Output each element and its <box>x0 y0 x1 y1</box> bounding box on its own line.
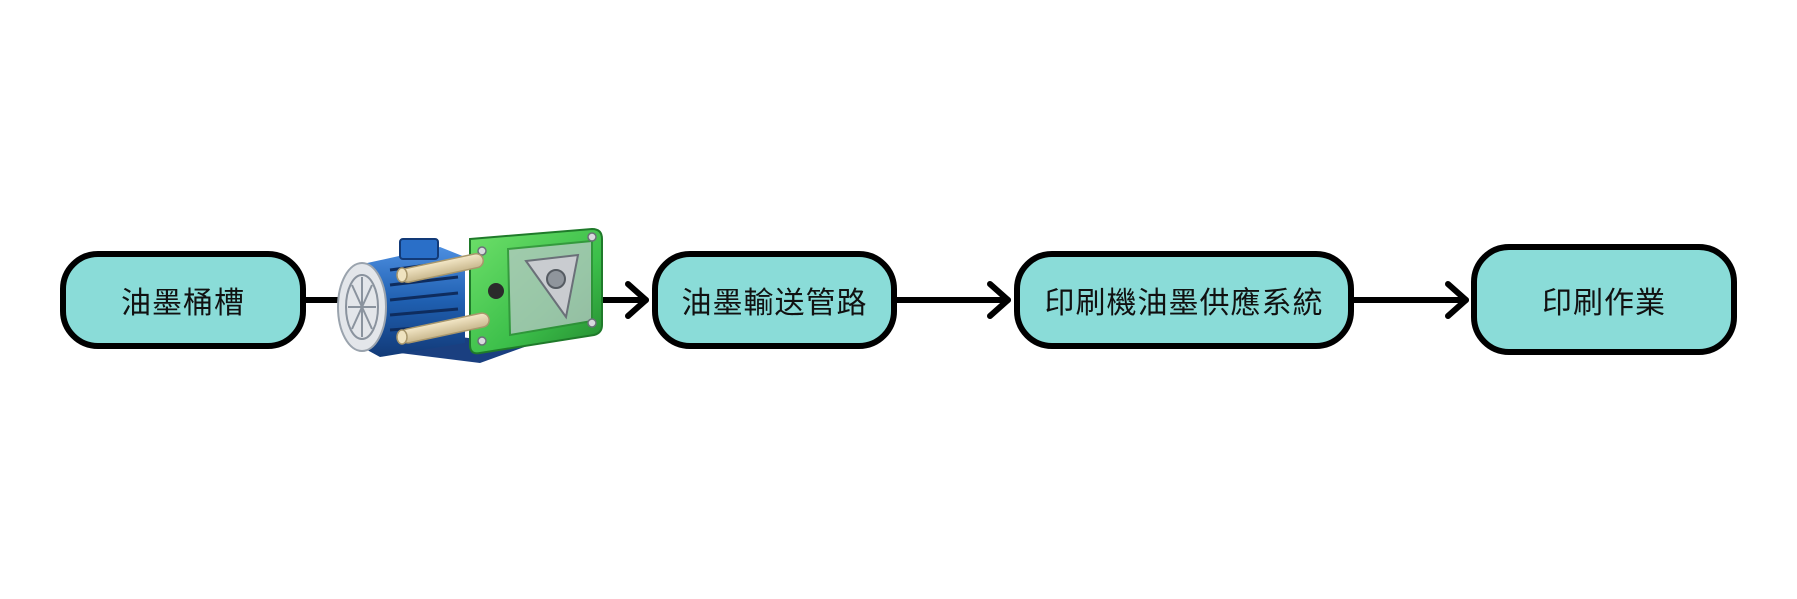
node-ink-tank-label: 油墨桶槽 <box>121 286 245 321</box>
node-ink-supply-system-label: 印刷機油墨供應系統 <box>1044 286 1324 321</box>
node-ink-pipeline: 油墨輸送管路 <box>652 251 897 349</box>
arrow-pipeline-to-supply-system <box>894 281 1011 319</box>
arrow-supply-system-to-printing <box>1351 281 1469 319</box>
peristaltic-pump-icon <box>337 227 603 363</box>
node-ink-tank: 油墨桶槽 <box>60 251 306 349</box>
node-ink-supply-system: 印刷機油墨供應系統 <box>1014 251 1354 349</box>
node-ink-pipeline-label: 油墨輸送管路 <box>681 286 868 321</box>
arrow-pump-to-pipeline <box>593 281 649 319</box>
node-printing-operation-label: 印刷作業 <box>1542 285 1666 321</box>
node-printing-operation: 印刷作業 <box>1471 244 1737 355</box>
